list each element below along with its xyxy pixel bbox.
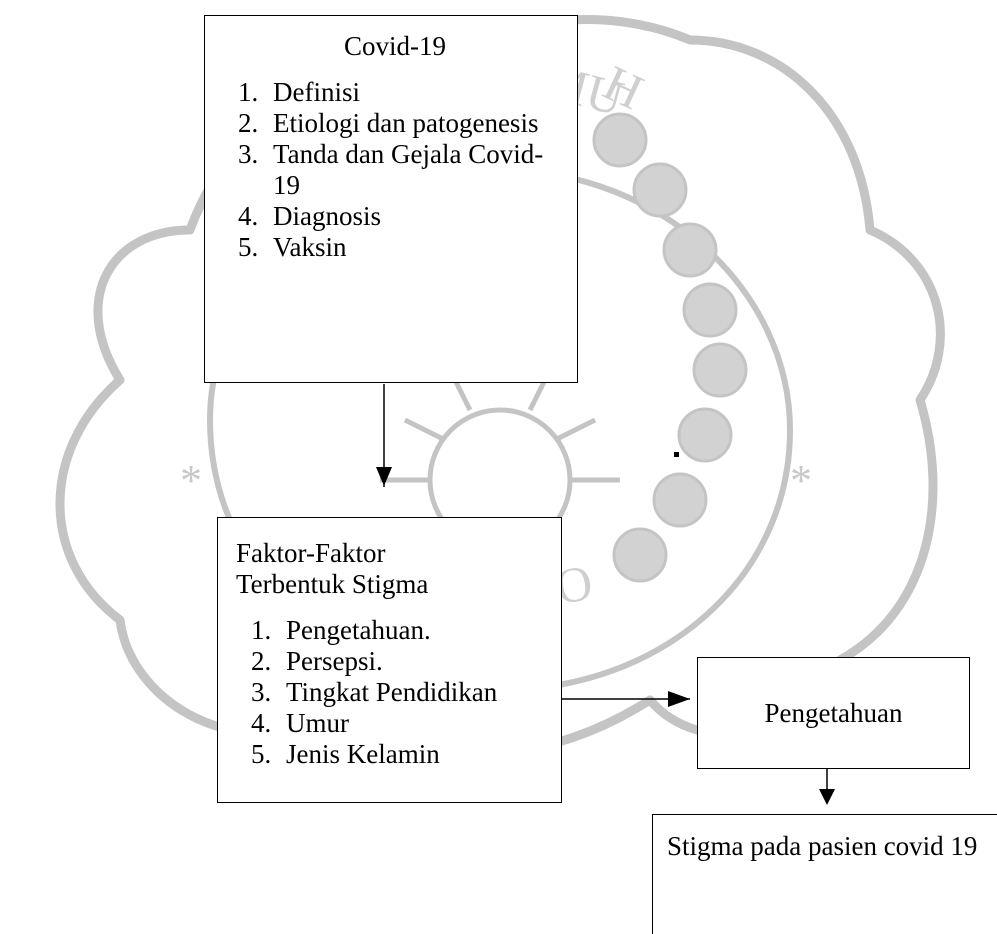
stigma-label: Stigma pada pasien covid 19: [667, 831, 978, 861]
stray-dot-mark: [674, 452, 679, 457]
pengetahuan-box: Pengetahuan: [697, 657, 970, 769]
covid19-item-tanda-gejala: Tanda dan Gejala Covid-19: [265, 139, 567, 201]
covid19-title: Covid-19: [343, 31, 446, 61]
covid19-item-vaksin: Vaksin: [265, 232, 567, 263]
faktor-list: Pengetahuan. Persepsi. Tingkat Pendidika…: [236, 615, 551, 770]
svg-text:*: *: [790, 456, 812, 505]
covid19-item-definisi: Definisi: [265, 77, 567, 108]
stigma-box: Stigma pada pasien covid 19: [652, 814, 997, 934]
covid19-topic-list: Definisi Etiologi dan patogenesis Tanda …: [223, 77, 567, 263]
svg-text:*: *: [180, 456, 202, 505]
faktor-title-line1: Faktor-Faktor: [236, 538, 386, 568]
pengetahuan-label: Pengetahuan: [764, 697, 903, 728]
logo-star-glyphs: * *: [180, 456, 812, 505]
logo-flower-chain: [592, 112, 748, 583]
faktor-item-jenis-kelamin: Jenis Kelamin: [278, 739, 551, 770]
faktor-item-umur: Umur: [278, 708, 551, 739]
covid19-item-etiologi: Etiologi dan patogenesis: [265, 108, 567, 139]
covid19-box: Covid-19 Definisi Etiologi dan patogenes…: [204, 15, 578, 383]
faktor-item-persepsi: Persepsi.: [278, 646, 551, 677]
faktor-title-line2: Terbentuk Stigma: [236, 569, 429, 599]
faktor-item-pendidikan: Tingkat Pendidikan: [278, 677, 551, 708]
faktor-item-pengetahuan: Pengetahuan.: [278, 615, 551, 646]
faktor-stigma-box: Faktor-Faktor Terbentuk Stigma Pengetahu…: [217, 517, 562, 803]
covid19-item-diagnosis: Diagnosis: [265, 201, 567, 232]
